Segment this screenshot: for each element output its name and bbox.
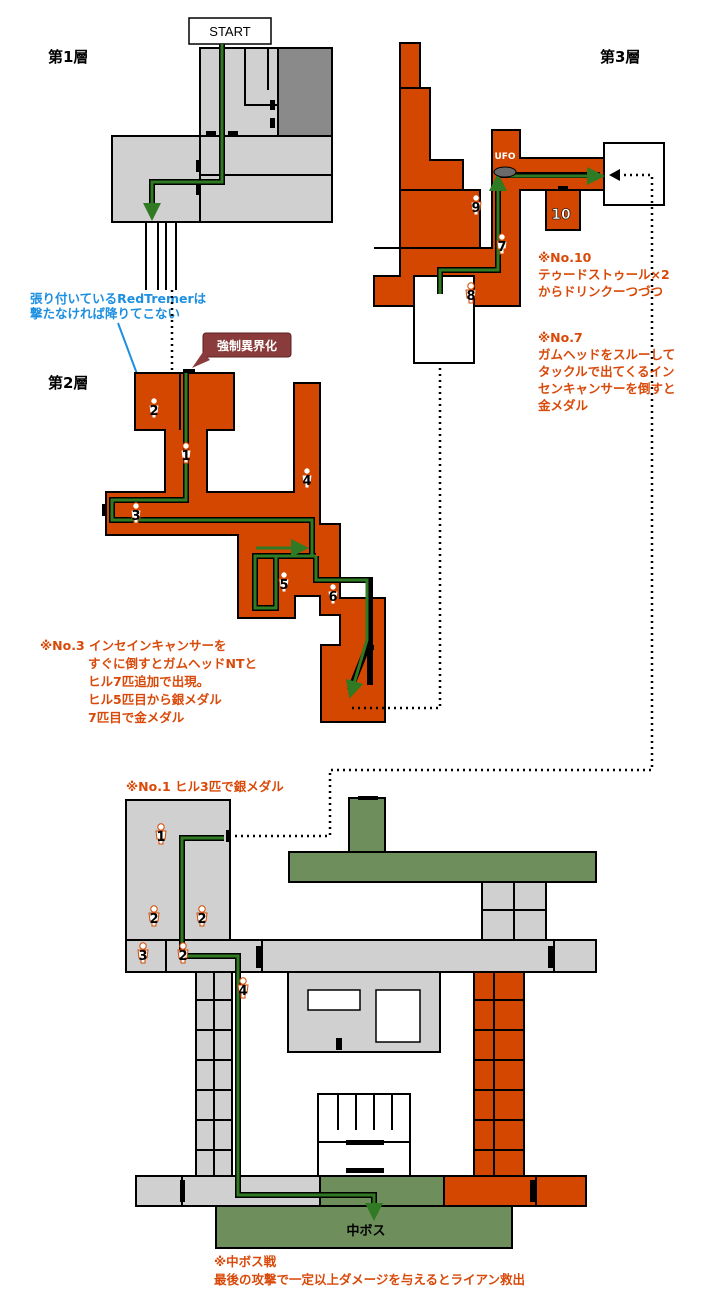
forced-transform-tag: 強制異界化 [192,332,292,368]
enemy-f3-10: 10 [551,207,571,223]
note-no10-2: テゥードストゥール×2 [538,267,670,282]
enemy-f2-4: 4 [302,474,311,489]
note-no3-4: ヒル5匹目から銀メダル [88,692,222,707]
floor-3-label: 第3層 [600,48,640,66]
note-boss-1: ※中ボス戦 [214,1254,277,1269]
floor-2-enemies: 1 2 3 4 5 6 [130,397,339,605]
note-no7-3: タックルで出てくるイン [538,364,675,379]
floor-4-map [125,796,597,1249]
note-no7-2: ガムヘッドをスルーして [538,347,675,362]
note-boss-2: 最後の攻撃で一定以上ダメージを与えるとライアン救出 [214,1272,525,1287]
ufo-marker: UFO [493,152,517,178]
floor-2-label: 第2層 [48,374,88,392]
note-no3-5: 7匹目で金メダル [88,710,185,725]
note-no3-3: ヒル7匹追加で出現。 [88,674,209,689]
enemy-f3-8: 8 [466,289,475,304]
enemy-f3-9: 9 [471,201,480,216]
note-no10-3: からドリンクーつづつ [538,284,663,299]
forced-tag-label: 強制異界化 [217,338,277,353]
floor-1-label: 第1層 [48,48,88,66]
note-no7-5: 金メダル [537,398,589,413]
note-no7-4: センキャンサーを倒すと [538,381,676,396]
enemy-f4-2b: 2 [197,912,206,927]
floor-3-map [373,42,665,364]
floor-2-map [102,369,386,723]
ufo-label: UFO [494,152,515,162]
enemy-f2-1: 1 [181,449,190,464]
note-redtremer-1: 張り付いているRedTremerは [30,291,207,306]
note-no3-2: すぐに倒すとガムヘッドNTと [88,656,257,671]
floor-link-3-4 [232,173,654,838]
note-redtremer-2: 撃たなければ降りてこない [30,306,180,321]
enemy-f4-2c: 2 [178,949,187,964]
enemy-f2-3: 3 [131,509,140,524]
enemy-f4-1: 1 [156,830,165,845]
note-no7-1: ※No.7 [538,330,583,345]
hand-icon [192,352,210,368]
floor-4-enemies: 1 2 2 2 3 4 [137,823,249,999]
enemy-f2-6: 6 [328,590,337,605]
enemy-f2-2: 2 [149,404,158,419]
start-marker: START [188,17,272,45]
note-no3-1: ※No.3 インセインキャンサーを [40,638,227,653]
boss-label: 中ボス [346,1223,385,1239]
floor-3-enemies: 7 8 9 10 [465,194,571,304]
enemy-f4-2a: 2 [149,912,158,927]
note-no10-1: ※No.10 [538,250,592,265]
enemy-f4-3: 3 [138,949,147,964]
note-no1: ※No.1 ヒル3匹で銀メダル [126,779,284,794]
start-label: START [209,24,250,39]
enemy-f3-7: 7 [497,240,506,255]
enemy-f2-5: 5 [279,578,288,593]
enemy-f4-4: 4 [238,984,247,999]
